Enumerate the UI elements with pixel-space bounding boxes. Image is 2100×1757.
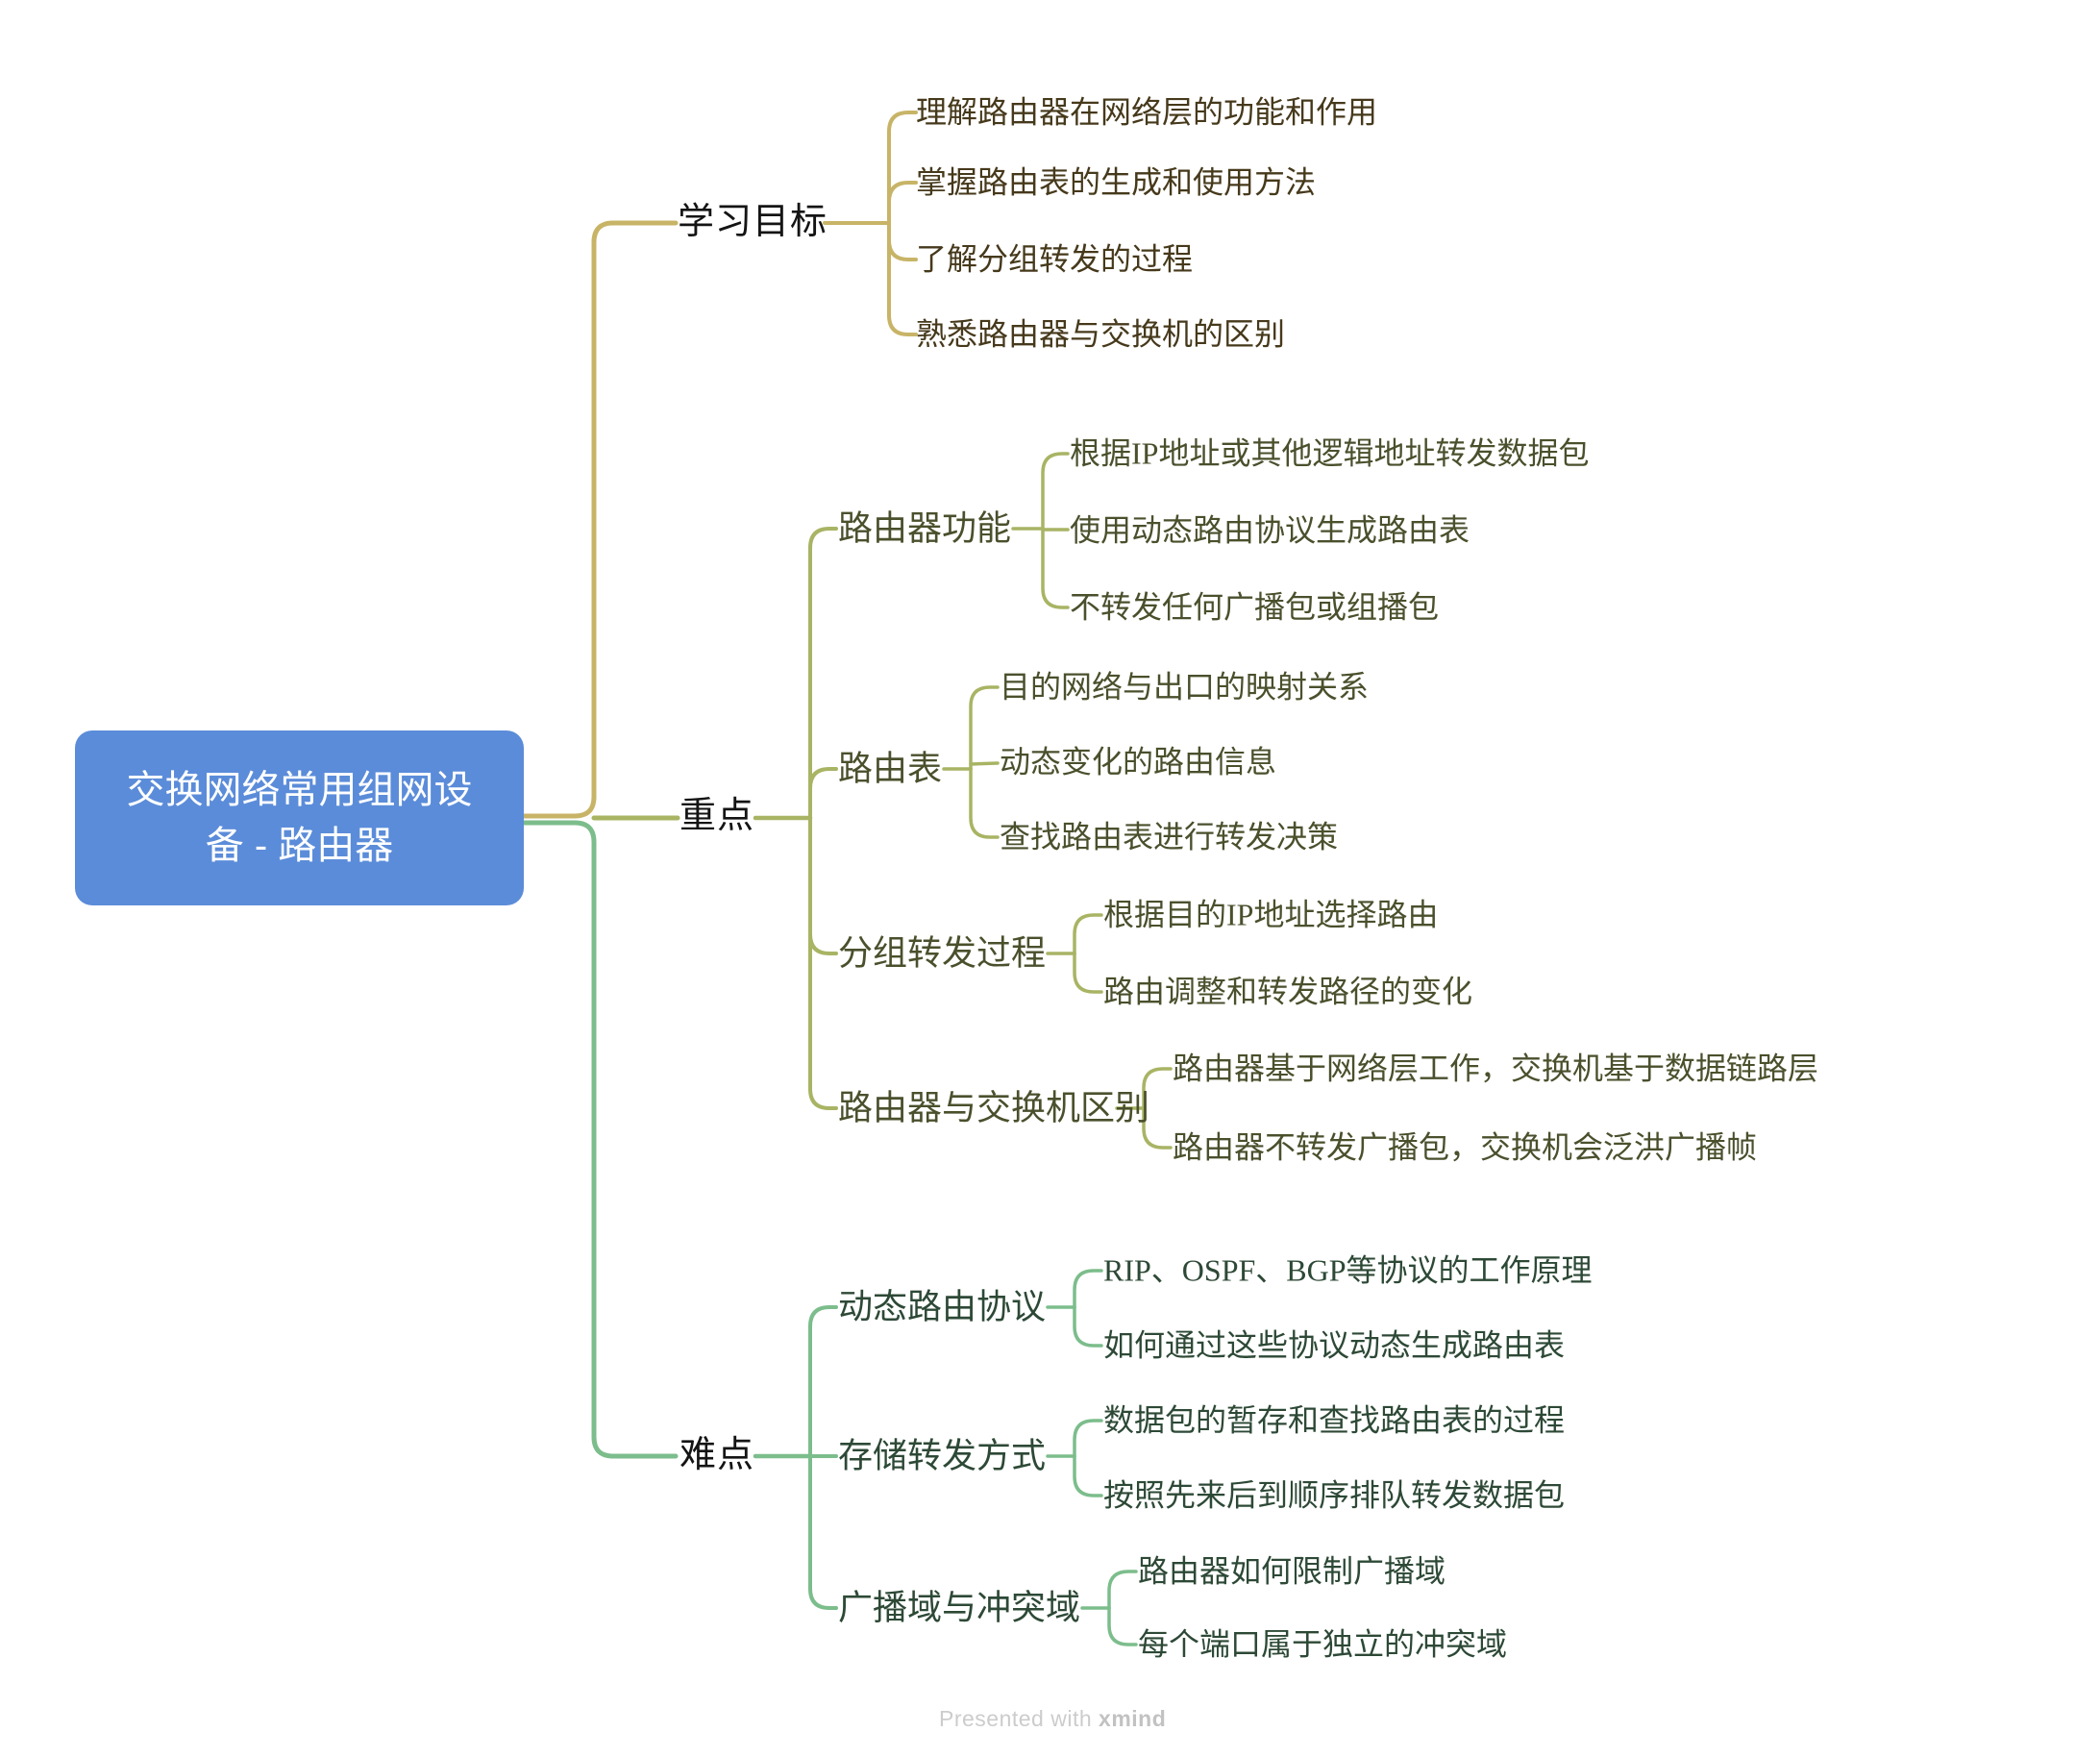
topic-store-and-forward-1[interactable]: 数据包的暂存和查找路由表的过程 bbox=[1103, 1402, 1566, 1438]
topic-learning-goals[interactable]: 学习目标 bbox=[678, 202, 828, 243]
root-topic[interactable]: 交换网络常用组网设备 - 路由器 bbox=[75, 730, 524, 905]
hard-branch-lines bbox=[521, 820, 1138, 1646]
topic-router-functions-3[interactable]: 不转发任何广播包或组播包 bbox=[1070, 589, 1440, 625]
topic-routing-table[interactable]: 路由表 bbox=[838, 749, 943, 788]
key-branch-lines bbox=[591, 452, 1173, 1150]
topic-packet-forwarding-1[interactable]: 根据目的IP地址选择路由 bbox=[1103, 897, 1439, 932]
topic-routing-table-1[interactable]: 目的网络与出口的映射关系 bbox=[1000, 669, 1370, 705]
topic-router-vs-switch-1[interactable]: 路由器基于网络层工作，交换机基于数据链路层 bbox=[1173, 1051, 1819, 1086]
topic-routing-table-3[interactable]: 查找路由表进行转发决策 bbox=[1000, 819, 1339, 854]
topic-routing-table-2[interactable]: 动态变化的路由信息 bbox=[1000, 744, 1277, 780]
watermark: Presented with xmind bbox=[939, 1706, 1166, 1732]
topic-packet-forwarding-2[interactable]: 路由调整和转发路径的变化 bbox=[1103, 974, 1473, 1009]
topic-goal-1[interactable]: 理解路由器在网络层的功能和作用 bbox=[916, 94, 1378, 130]
goal-branch-lines bbox=[521, 111, 918, 819]
xmind-logo-text: xmind bbox=[1099, 1706, 1167, 1731]
topic-dynamic-routing-protocols[interactable]: 动态路由协议 bbox=[838, 1287, 1047, 1326]
topic-store-and-forward-2[interactable]: 按照先来后到顺序排队转发数据包 bbox=[1103, 1477, 1566, 1513]
topic-router-functions-1[interactable]: 根据IP地址或其他逻辑地址转发数据包 bbox=[1070, 435, 1590, 471]
topic-difficult-points[interactable]: 难点 bbox=[679, 1435, 755, 1476]
topic-key-points[interactable]: 重点 bbox=[679, 796, 755, 837]
topic-dynamic-routing-protocols-1[interactable]: RIP、OSPF、BGP等协议的工作原理 bbox=[1103, 1252, 1593, 1288]
topic-goal-2[interactable]: 掌握路由表的生成和使用方法 bbox=[916, 164, 1317, 200]
topic-broadcast-collision-domain-2[interactable]: 每个端口属于独立的冲突域 bbox=[1138, 1626, 1508, 1662]
topic-router-functions-2[interactable]: 使用动态路由协议生成路由表 bbox=[1070, 512, 1470, 548]
topic-router-functions[interactable]: 路由器功能 bbox=[838, 508, 1012, 548]
topic-store-and-forward[interactable]: 存储转发方式 bbox=[838, 1436, 1047, 1475]
topic-dynamic-routing-protocols-2[interactable]: 如何通过这些协议动态生成路由表 bbox=[1103, 1327, 1566, 1363]
topic-packet-forwarding[interactable]: 分组转发过程 bbox=[838, 933, 1047, 973]
topic-broadcast-collision-domain[interactable]: 广播域与冲突域 bbox=[838, 1588, 1081, 1627]
topic-goal-4[interactable]: 熟悉路由器与交换机的区别 bbox=[916, 316, 1286, 352]
topic-goal-3[interactable]: 了解分组转发的过程 bbox=[916, 241, 1194, 277]
topic-router-vs-switch[interactable]: 路由器与交换机区别 bbox=[838, 1088, 1150, 1127]
watermark-text: Presented with bbox=[939, 1706, 1093, 1731]
topic-router-vs-switch-2[interactable]: 路由器不转发广播包，交换机会泛洪广播帧 bbox=[1173, 1129, 1758, 1165]
topic-broadcast-collision-domain-1[interactable]: 路由器如何限制广播域 bbox=[1138, 1553, 1446, 1589]
